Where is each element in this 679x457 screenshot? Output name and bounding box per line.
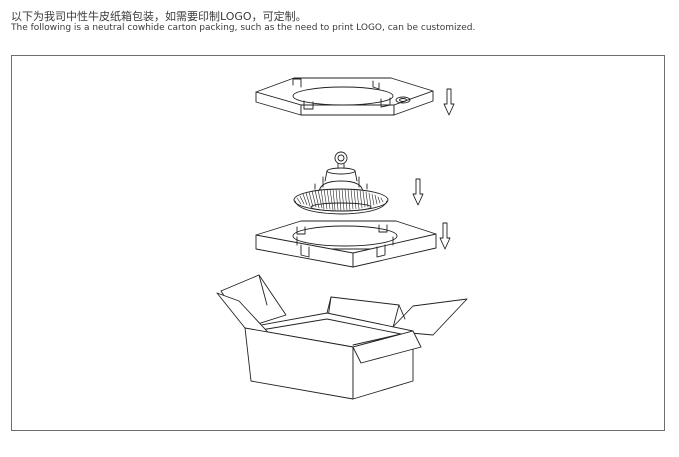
down-arrow-icon xyxy=(443,88,455,116)
down-arrow-icon xyxy=(439,222,451,250)
top-foam-insert xyxy=(255,77,434,116)
packaging-diagram xyxy=(216,77,468,400)
down-arrow-icon xyxy=(412,178,424,206)
caption-chinese: 以下为我司中性牛皮纸箱包装，如需要印制LOGO，可定制。 xyxy=(11,10,307,23)
bottom-foam-insert xyxy=(255,220,437,268)
packaging-diagram-frame xyxy=(11,55,665,431)
open-carton-box xyxy=(216,274,468,400)
caption-english: The following is a neutral cowhide carto… xyxy=(11,23,476,33)
high-bay-light xyxy=(293,151,389,215)
